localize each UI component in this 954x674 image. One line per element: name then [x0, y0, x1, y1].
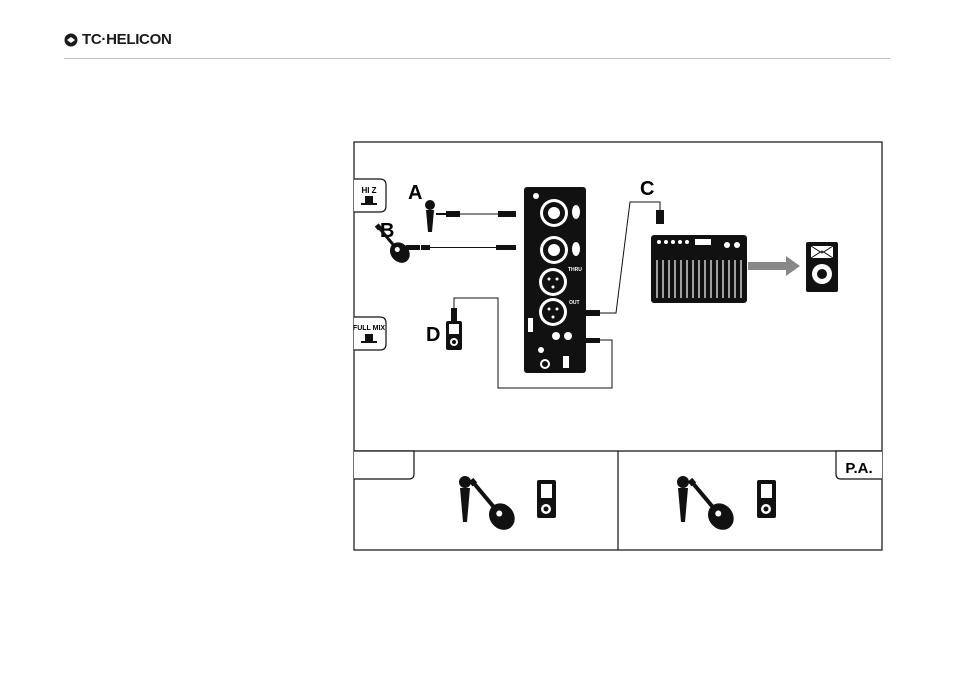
guitar-icon [462, 472, 520, 535]
guitar-icon [681, 472, 739, 535]
mixer-icon [651, 235, 747, 303]
hiz-tab-label: HI Z [361, 186, 376, 195]
fullmix-tab: FULL MIX [353, 317, 386, 350]
bottom-left-tab [354, 451, 414, 479]
label-c: C [640, 178, 654, 200]
voicelive-device: THRU OUT [524, 187, 586, 373]
speaker-icon [806, 242, 838, 292]
cable-a [436, 211, 516, 217]
mp3-player-icon [446, 321, 462, 350]
thru-label: THRU [568, 267, 582, 273]
microphone-icon [677, 476, 689, 522]
microphone-icon [459, 476, 471, 522]
mp3-player-icon [537, 480, 556, 518]
cable-b [406, 245, 516, 250]
out-label: OUT [569, 300, 580, 306]
pa-tab-label: P.A. [845, 460, 872, 477]
label-a: A [408, 182, 422, 204]
bottom-left-instruments [459, 472, 556, 535]
bottom-right-instruments [677, 472, 776, 535]
microphone-icon [425, 200, 435, 232]
mp3-player-icon [757, 480, 776, 518]
arrow-right-icon [748, 256, 800, 276]
label-d: D [426, 324, 440, 346]
fullmix-tab-label: FULL MIX [353, 325, 385, 332]
pa-tab: P.A. [836, 451, 882, 479]
hiz-tab: HI Z [354, 179, 386, 212]
